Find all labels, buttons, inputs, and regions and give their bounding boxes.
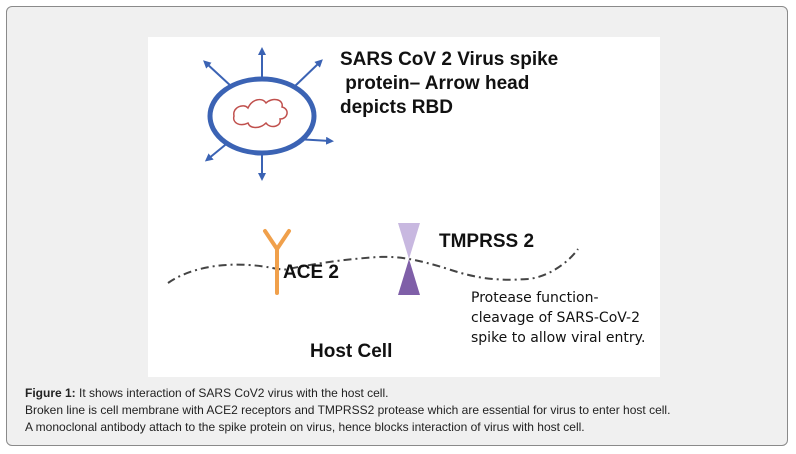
figure-caption: Figure 1: It shows interaction of SARS C… — [25, 385, 785, 436]
host-cell-label: Host Cell — [310, 341, 392, 362]
spike-top-left — [203, 60, 233, 88]
ace2-receptor — [263, 229, 291, 295]
figure-diagram: SARS CoV 2 Virus spike protein– Arrow he… — [167, 47, 645, 362]
virus-title-line3: depicts RBD — [340, 97, 453, 118]
caption-line1: Figure 1: It shows interaction of SARS C… — [25, 385, 785, 402]
protease-line3: spike to allow viral entry. — [471, 330, 645, 346]
figure-image: SARS CoV 2 Virus spike protein– Arrow he… — [148, 37, 660, 377]
ace2-label: ACE 2 — [283, 262, 339, 283]
protease-line2: cleavage of SARS-CoV-2 — [471, 310, 640, 326]
caption-line3: A monoclonal antibody attach to the spik… — [25, 420, 585, 434]
cell-membrane — [167, 248, 579, 284]
virus-title-line1: SARS CoV 2 Virus spike — [340, 49, 558, 70]
spike-top-right — [293, 59, 323, 88]
virus-title-line2: protein– Arrow head — [340, 73, 529, 94]
caption-label: Figure 1: — [25, 386, 76, 400]
protease-line1: Protease function- — [471, 290, 599, 306]
caption-line2: Broken line is cell membrane with ACE2 r… — [25, 403, 671, 417]
caption-text1: It shows interaction of SARS CoV2 virus … — [75, 386, 389, 400]
viral-rna — [232, 98, 288, 129]
virus-envelope — [207, 76, 317, 156]
tmprss2-label: TMPRSS 2 — [439, 231, 534, 252]
tmprss2-protease — [398, 223, 420, 295]
figure-frame: SARS CoV 2 Virus spike protein– Arrow he… — [6, 6, 788, 446]
